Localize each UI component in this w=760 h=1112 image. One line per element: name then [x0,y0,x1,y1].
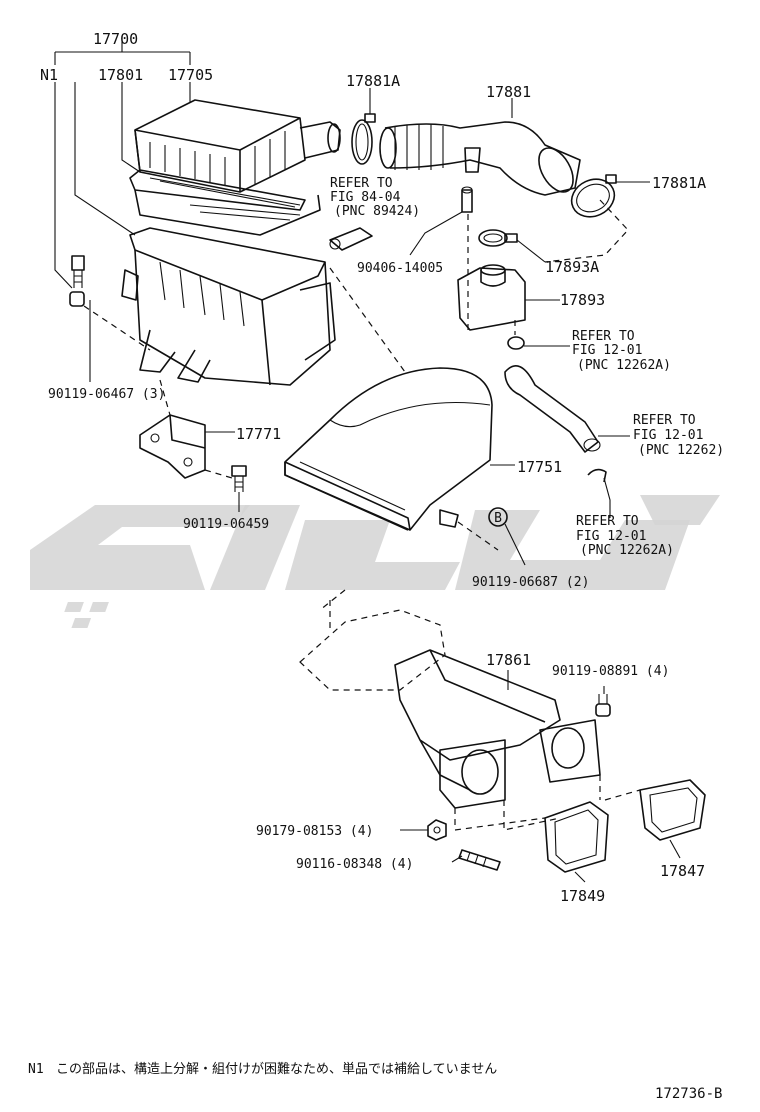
refer-12a-line2: FIG 12-01 [572,343,642,358]
refer-12a-line1: REFER TO [572,329,635,344]
callout-b: B [488,507,508,527]
clamp-17881a-right [570,174,617,218]
label-90119-08891: 90119-08891 (4) [552,664,669,679]
label-17751: 17751 [517,458,562,476]
footnote: N1 この部品は、構造上分解・組付けが困難なため、単品では補給していません 17… [28,1061,722,1102]
resonator-17893 [457,264,526,331]
watermark-logo [30,495,720,628]
hose-12262 [504,365,601,453]
label-17801: 17801 [98,66,143,84]
stud-90116 [458,849,501,871]
bracket-17771 [139,414,206,479]
air-cleaner-cap [134,99,341,193]
clamp-17881a-left [351,113,376,165]
clip-12262a [587,468,607,483]
figure-id: 172736-B [655,1086,722,1102]
labels: 17700 N1 17801 17705 17881A 17881 17881A… [40,30,724,905]
sensor-89424 [329,227,373,251]
refer-84-line3: (PNC 89424) [334,204,420,219]
nut-90179 [427,819,447,841]
label-90406-14005: 90406-14005 [357,261,443,276]
label-17881: 17881 [486,83,531,101]
refer-12-line3: (PNC 12262) [638,443,724,458]
refer-12b-line1: REFER TO [576,514,639,529]
label-17847: 17847 [660,862,705,880]
refer-12-line1: REFER TO [633,413,696,428]
label-17849: 17849 [560,887,605,905]
bolt-90119-08891 [595,694,611,717]
intake-connector-17861 [394,649,601,809]
label-17893: 17893 [560,291,605,309]
label-17700: 17700 [93,30,138,48]
callout-b-text: B [494,511,502,526]
refer-12-line2: FIG 12-01 [633,428,703,443]
throttle-body-ghost [299,600,446,691]
label-n1: N1 [40,66,58,84]
refer-84-line1: REFER TO [330,176,393,191]
bolt-90119-06467 [69,255,85,307]
refer-12b-line3: (PNC 12262A) [580,543,674,558]
label-17893a: 17893A [545,258,599,276]
label-17771: 17771 [236,425,281,443]
intake-hose-17881 [379,121,581,196]
label-90116-08348: 90116-08348 (4) [296,857,413,872]
label-17881a-right: 17881A [652,174,706,192]
refer-12b-line2: FIG 12-01 [576,529,646,544]
clip-90406 [461,186,473,213]
label-90179-08153: 90179-08153 (4) [256,824,373,839]
o-ring-12262a [507,336,525,350]
air-duct-17751 [284,367,493,531]
label-17705: 17705 [168,66,213,84]
refer-12a-line3: (PNC 12262A) [577,358,671,373]
air-cleaner-case [121,227,336,386]
footnote-text: この部品は、構造上分解・組付けが困難なため、単品では補給していません [56,1061,497,1077]
label-90119-06687: 90119-06687 (2) [472,575,589,590]
refer-84-line2: FIG 84-04 [330,190,401,205]
gasket-17849 [544,801,609,873]
label-17861: 17861 [486,651,531,669]
bolt-90119-06459 [231,465,247,492]
label-90119-06459: 90119-06459 [183,517,269,532]
label-90119-06467: 90119-06467 (3) [48,387,165,402]
label-17881a-top: 17881A [346,72,400,90]
clamp-17893a [478,229,518,247]
leader-lines [54,36,681,883]
footnote-mark: N1 [28,1062,44,1077]
gasket-17847 [639,779,706,841]
